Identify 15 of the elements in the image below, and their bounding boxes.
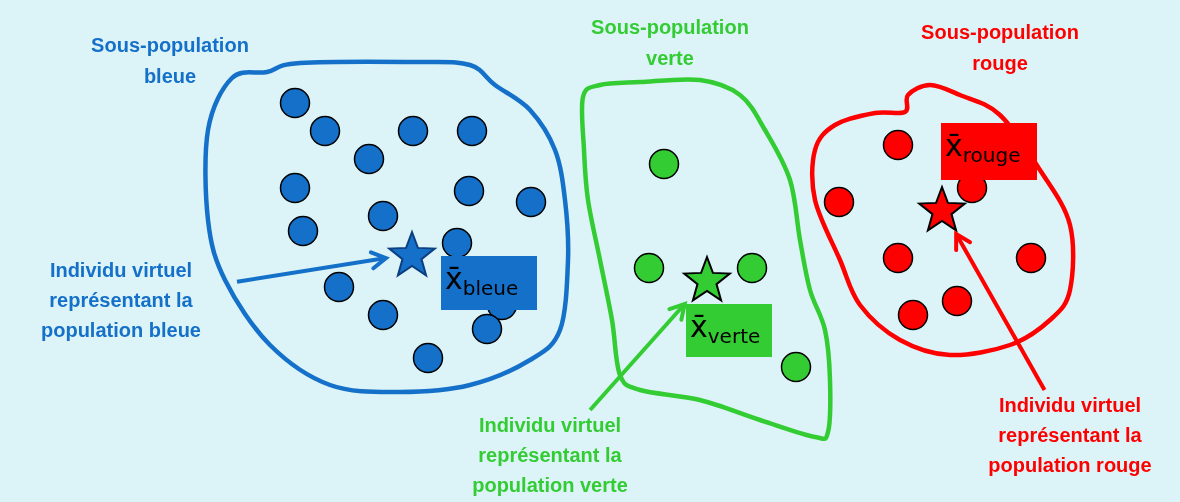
star-icon — [386, 229, 438, 279]
mean-label: x̄$_{rouge}$ — [941, 123, 1037, 180]
annotation-text: Individu virtuel représentant la population bleue — [5, 255, 237, 345]
region-heading: Sous-population bleue — [90, 33, 250, 89]
mean-label: x̄$_{bleue}$ — [441, 256, 537, 310]
arrow — [588, 302, 687, 412]
arrow — [236, 250, 388, 284]
star-icon — [681, 254, 733, 304]
mean-label: x̄$_{verte}$ — [686, 304, 772, 357]
region-heading: Sous-population rouge — [920, 20, 1080, 76]
annotation-text: Individu virtuel représentant la population rouge — [962, 390, 1178, 480]
annotation-text: Individu virtuel représentant la population verte — [440, 410, 660, 500]
region-heading: Sous-population verte — [590, 15, 750, 71]
arrow — [954, 232, 1047, 391]
star-icon — [916, 184, 968, 234]
